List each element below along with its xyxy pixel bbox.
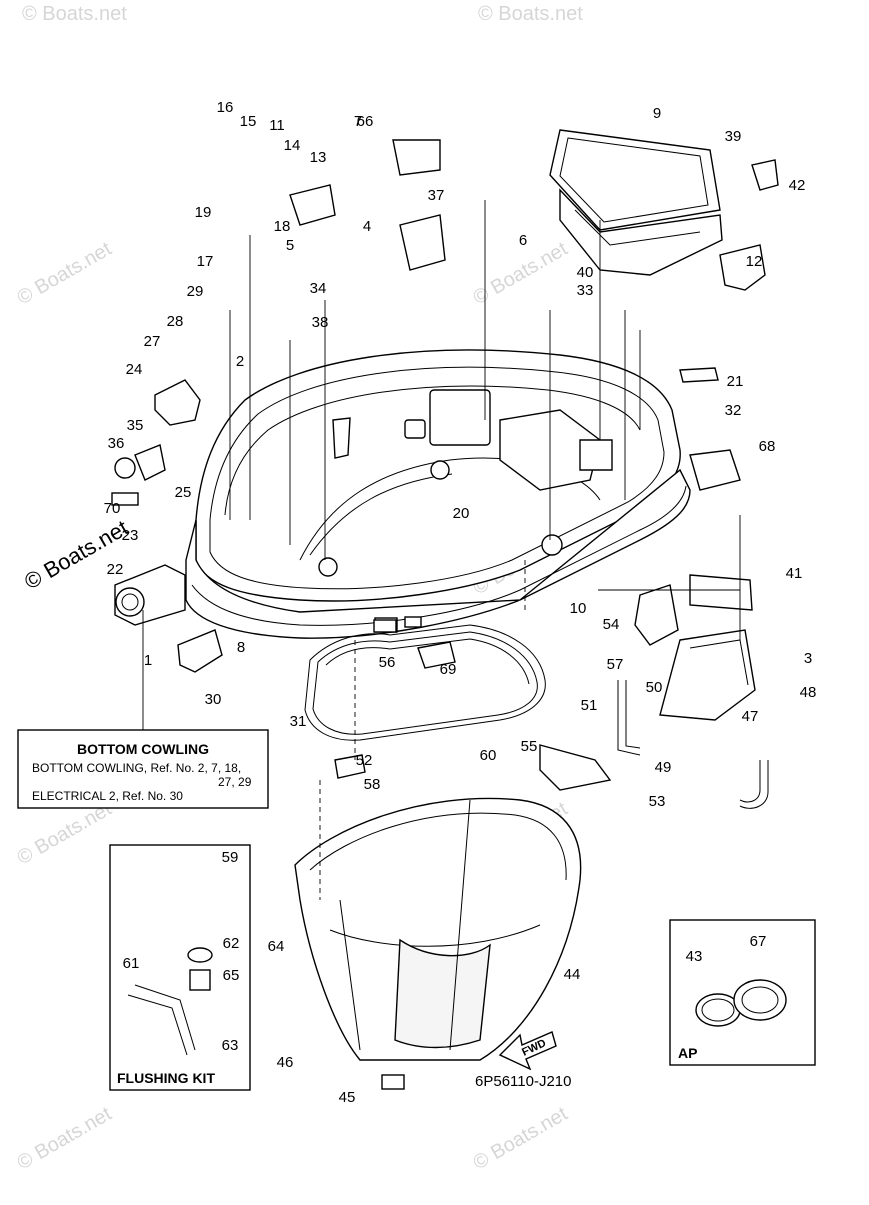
part-callout-43: 43 — [686, 948, 703, 965]
part-callout-9: 9 — [653, 105, 661, 122]
note-line2: 27, 29 — [218, 775, 252, 789]
part-callout-41: 41 — [786, 565, 803, 582]
part-callout-31: 31 — [290, 713, 307, 730]
top-cover-assembly — [549, 129, 723, 276]
part-callout-4: 4 — [363, 218, 371, 235]
part-callout-7: 7 — [354, 113, 362, 130]
flushing-kit-caption: FLUSHING KIT — [117, 1070, 215, 1086]
bottom-cowling-note: BOTTOM COWLING BOTTOM COWLING, Ref. No. … — [17, 729, 269, 809]
part-callout-20: 20 — [453, 505, 470, 522]
part-callout-49: 49 — [655, 759, 672, 776]
watermark-text: © Boats.net — [22, 3, 127, 25]
part-callout-61: 61 — [123, 955, 140, 972]
small-parts — [111, 139, 787, 1090]
part-callout-12: 12 — [746, 253, 763, 270]
ap-caption: AP — [678, 1045, 697, 1061]
watermark-text: © Boats.net — [470, 1103, 572, 1175]
watermark-text: © Boats.net — [478, 3, 583, 25]
part-callout-30: 30 — [205, 691, 222, 708]
note-line3: ELECTRICAL 2, Ref. No. 30 — [32, 789, 183, 803]
part-callout-69: 69 — [440, 661, 457, 678]
part-callout-51: 51 — [581, 697, 598, 714]
part-callout-59: 59 — [222, 849, 239, 866]
part-callout-48: 48 — [800, 684, 817, 701]
part-callout-21: 21 — [727, 373, 744, 390]
bottom-cowling-tray — [185, 349, 691, 639]
part-callout-10: 10 — [570, 600, 587, 617]
part-callout-37: 37 — [428, 187, 445, 204]
part-callout-22: 22 — [107, 561, 124, 578]
part-callout-35: 35 — [127, 417, 144, 434]
part-callout-19: 19 — [195, 204, 212, 221]
part-callout-16: 16 — [217, 99, 234, 116]
part-callout-25: 25 — [175, 484, 192, 501]
part-callout-66: 66 — [357, 113, 374, 130]
part-callout-14: 14 — [284, 137, 301, 154]
part-callout-40: 40 — [577, 264, 594, 281]
part-callout-52: 52 — [356, 752, 373, 769]
part-callout-55: 55 — [521, 738, 538, 755]
part-callout-58: 58 — [364, 776, 381, 793]
part-callout-56: 56 — [379, 654, 396, 671]
part-callout-27: 27 — [144, 333, 161, 350]
lower-cowling-shell — [294, 797, 582, 1061]
part-callout-13: 13 — [310, 149, 327, 166]
part-callout-65: 65 — [223, 967, 240, 984]
part-callout-1: 1 — [144, 652, 152, 669]
watermark-text: © Boats.net — [14, 238, 116, 310]
part-callout-68: 68 — [759, 438, 776, 455]
part-callout-47: 47 — [742, 708, 759, 725]
watermark-text: © Boats.net — [20, 515, 132, 594]
part-callout-24: 24 — [126, 361, 143, 378]
part-callout-38: 38 — [312, 314, 329, 331]
part-callout-50: 50 — [646, 679, 663, 696]
part-callout-5: 5 — [286, 237, 294, 254]
part-callout-54: 54 — [603, 616, 620, 633]
part-callout-6: 6 — [519, 232, 527, 249]
part-callout-23: 23 — [122, 527, 139, 544]
part-callout-32: 32 — [725, 402, 742, 419]
part-callout-11: 11 — [269, 117, 285, 134]
part-callout-70: 70 — [104, 500, 121, 517]
part-callout-45: 45 — [339, 1089, 356, 1106]
seal-57 — [304, 624, 546, 741]
note-line1: BOTTOM COWLING, Ref. No. 2, 7, 18, — [32, 761, 241, 775]
part-callout-34: 34 — [310, 280, 327, 297]
watermark-text: © Boats.net — [14, 1103, 116, 1175]
part-callout-28: 28 — [167, 313, 184, 330]
part-callout-29: 29 — [187, 283, 204, 300]
part-callout-46: 46 — [277, 1054, 294, 1071]
part-callout-36: 36 — [108, 435, 125, 452]
part-callout-64: 64 — [268, 938, 285, 955]
leader-lines — [142, 200, 741, 900]
note-title: BOTTOM COWLING — [77, 741, 209, 757]
part-callout-3: 3 — [804, 650, 812, 667]
diagram-code: 6P56110-J210 — [475, 1073, 571, 1090]
part-callout-63: 63 — [222, 1037, 239, 1054]
part-callout-53: 53 — [649, 793, 666, 810]
part-callout-42: 42 — [789, 177, 806, 194]
part-callout-2: 2 — [236, 353, 244, 370]
part-callout-33: 33 — [577, 282, 594, 299]
part-callout-57: 57 — [607, 656, 624, 673]
part-callout-18: 18 — [274, 218, 291, 235]
part-callout-60: 60 — [480, 747, 497, 764]
part-callout-8: 8 — [237, 639, 245, 656]
part-callout-62: 62 — [223, 935, 240, 952]
flushing-kit-panel: FLUSHING KIT — [109, 844, 251, 1091]
part-callout-15: 15 — [240, 113, 257, 130]
part-callout-39: 39 — [725, 128, 742, 145]
part-callout-44: 44 — [564, 966, 581, 983]
part-callout-17: 17 — [197, 253, 214, 270]
ap-panel: AP — [669, 919, 816, 1066]
part-callout-67: 67 — [750, 933, 767, 950]
